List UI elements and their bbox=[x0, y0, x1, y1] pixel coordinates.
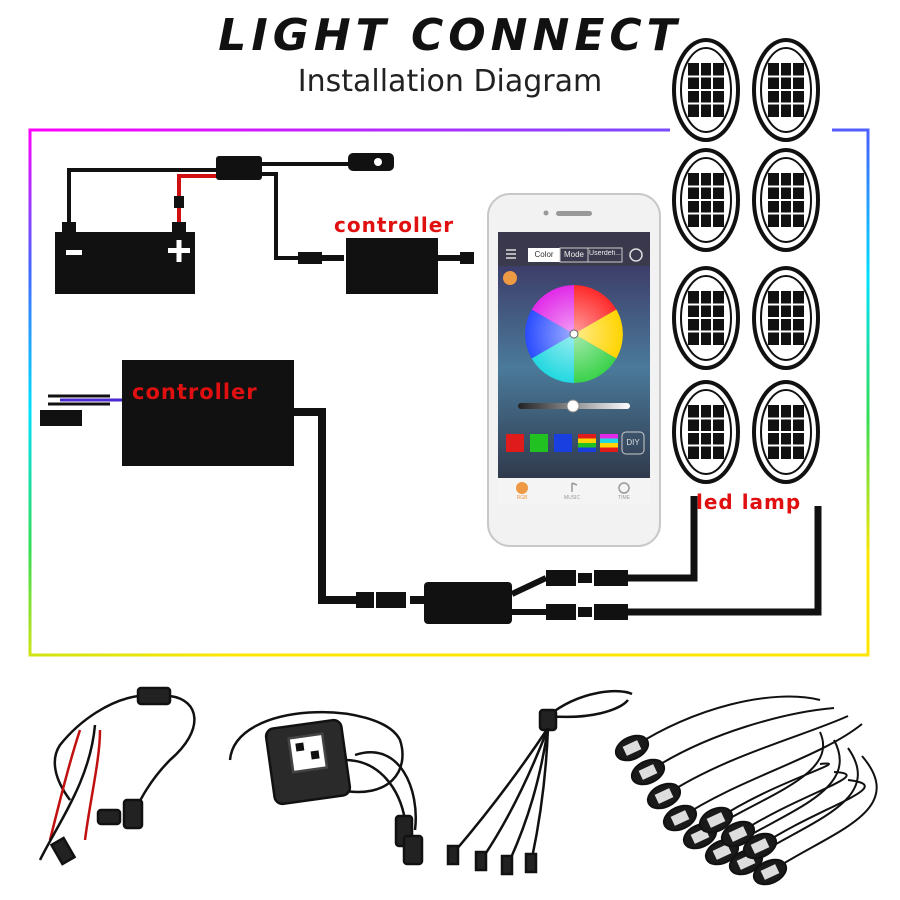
controller-plug-left bbox=[40, 410, 82, 426]
led-lamp-5 bbox=[672, 266, 740, 370]
app-nav-time[interactable]: TIME bbox=[618, 495, 630, 501]
nav-time-icon bbox=[618, 482, 630, 494]
rainbow-frame bbox=[28, 128, 870, 657]
controller-output-cable bbox=[294, 408, 362, 604]
led-lamp-1 bbox=[672, 38, 740, 142]
swatch-blue bbox=[554, 434, 572, 452]
nav-music-icon bbox=[571, 482, 578, 492]
led-lamp-7 bbox=[672, 380, 740, 484]
switch-connector bbox=[348, 153, 394, 171]
led-lamp-4 bbox=[752, 148, 820, 252]
led-lamp-8 bbox=[752, 380, 820, 484]
lamp-cable-2 bbox=[628, 506, 822, 616]
controller-box-small bbox=[346, 238, 438, 294]
brightness-slider-knob bbox=[566, 399, 580, 413]
led-lamp-2 bbox=[752, 38, 820, 142]
swatch-green bbox=[530, 434, 548, 452]
lamp-cable-1 bbox=[628, 496, 698, 582]
nav-rgb-icon bbox=[516, 482, 528, 494]
page-title: LIGHT CONNECT bbox=[218, 10, 682, 61]
app-diy-button[interactable]: DIY bbox=[626, 438, 640, 447]
product-led-pods bbox=[614, 695, 878, 886]
app-tab-color[interactable]: Color bbox=[534, 250, 554, 259]
page-subtitle: Installation Diagram bbox=[297, 64, 603, 99]
smartphone bbox=[487, 193, 661, 547]
product-splitter-cable bbox=[446, 689, 633, 876]
led-lamp-6 bbox=[752, 266, 820, 370]
controller-label-large: controller bbox=[132, 380, 258, 404]
swatch-multicolor-1 bbox=[578, 434, 596, 452]
led-lamp-label: led lamp bbox=[696, 490, 802, 514]
app-nav-rgb[interactable]: RGB bbox=[516, 495, 528, 501]
app-tab-mode[interactable]: Mode bbox=[563, 250, 584, 259]
controller-box-large bbox=[122, 360, 294, 466]
product-controller bbox=[228, 710, 424, 866]
swatch-red bbox=[506, 434, 524, 452]
product-power-harness bbox=[38, 686, 196, 866]
led-lamp-3 bbox=[672, 148, 740, 252]
app-tab-userdefined[interactable]: Userdefi... bbox=[589, 250, 621, 257]
splitter-hub bbox=[424, 582, 512, 624]
swatch-multicolor-2 bbox=[600, 434, 618, 452]
app-nav-music[interactable]: MUSIC bbox=[563, 495, 581, 501]
battery bbox=[55, 222, 195, 294]
product-photos bbox=[38, 686, 878, 886]
controller-label-small: controller bbox=[334, 213, 455, 237]
battery-negative-wire bbox=[67, 168, 218, 222]
inline-fuse-box bbox=[216, 156, 262, 180]
